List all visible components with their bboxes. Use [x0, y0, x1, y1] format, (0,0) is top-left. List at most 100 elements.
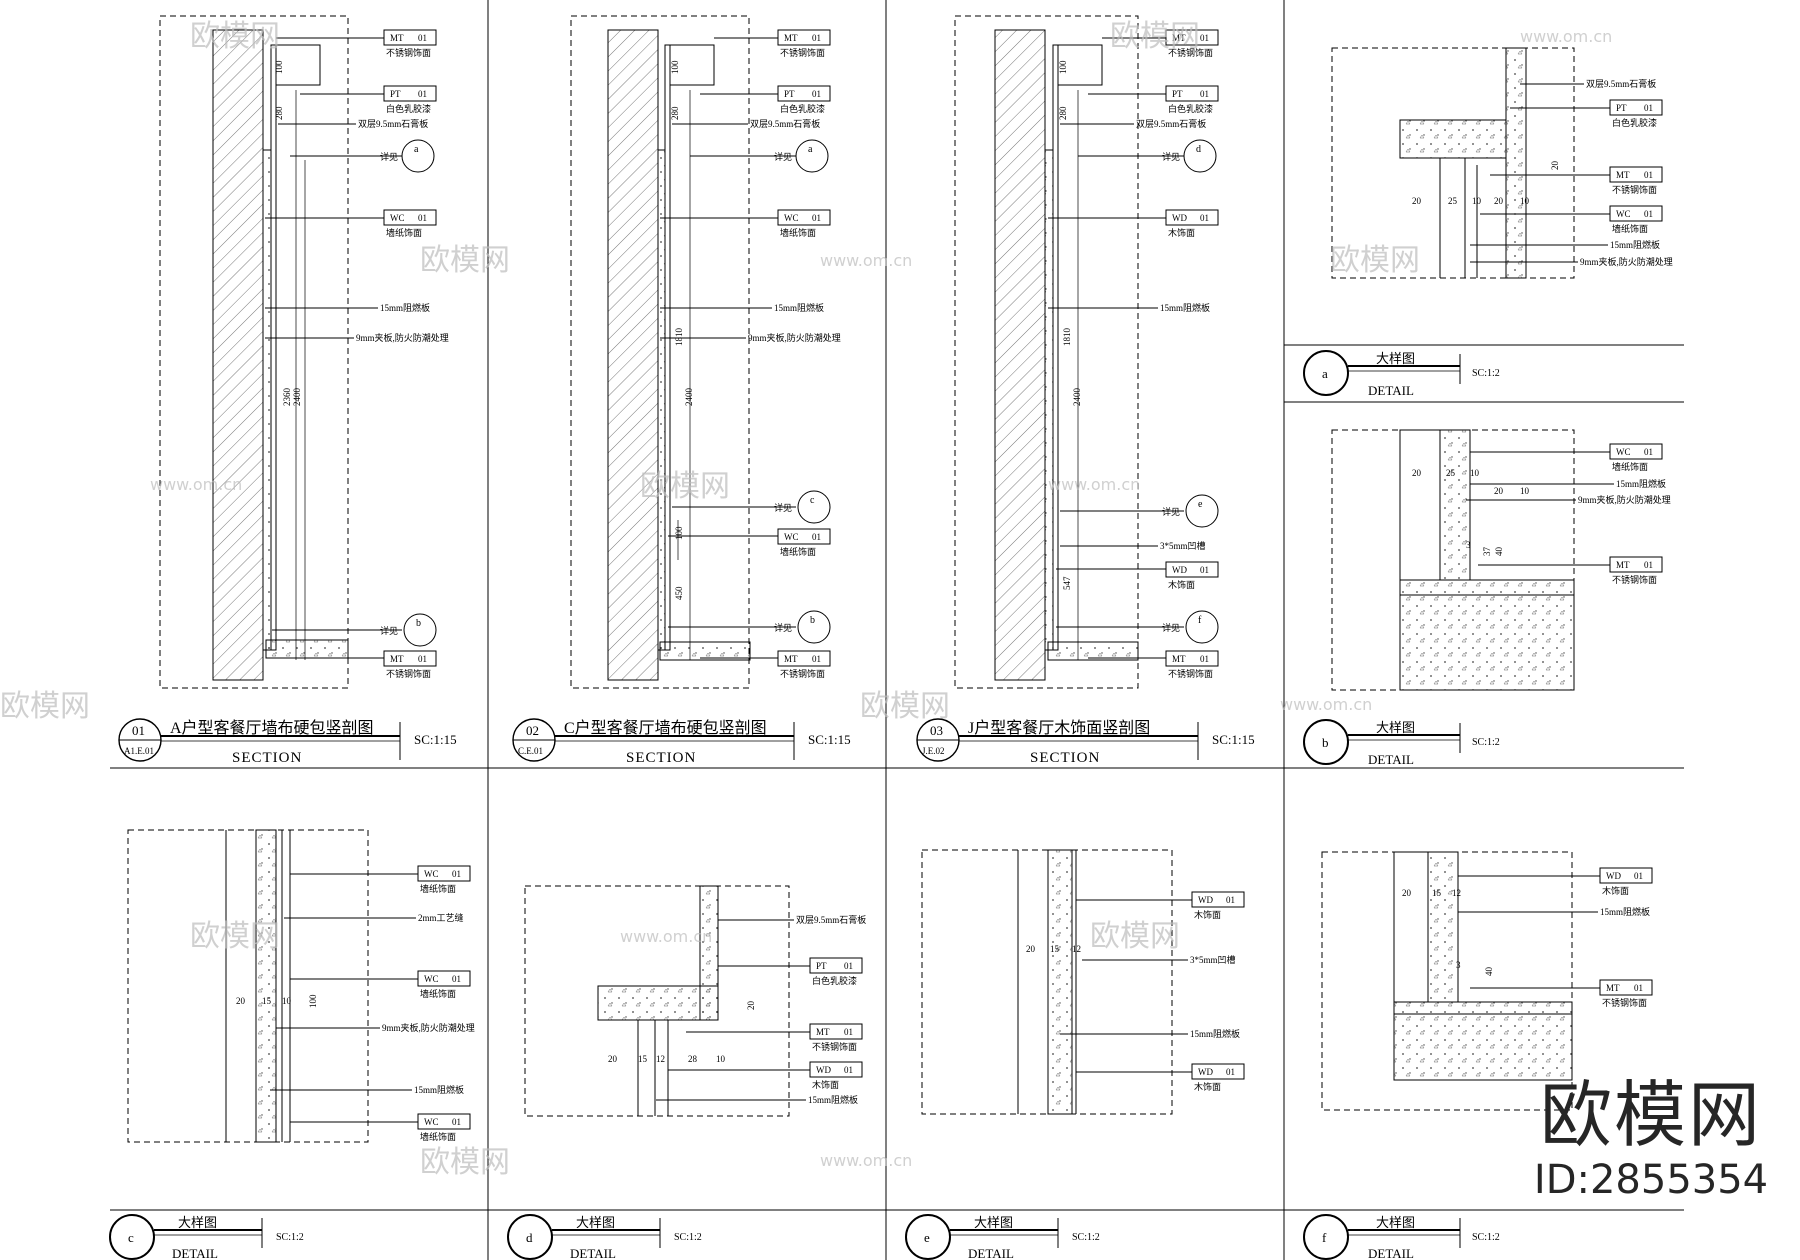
- section-number: 02: [526, 723, 539, 738]
- detail-title-ref: a: [1322, 366, 1328, 381]
- detail-a-drawing: [1331, 47, 1575, 279]
- dim-text: 12: [1072, 944, 1081, 954]
- callout-code: WD: [1606, 871, 1621, 881]
- section-01-drawing: [159, 15, 349, 689]
- callout-no: 01: [452, 1117, 461, 1127]
- watermark-logo: 欧模网: [1539, 1073, 1762, 1157]
- dim-text: 10: [716, 1054, 726, 1064]
- callout-code: WC: [424, 1117, 439, 1127]
- dim-text: 280: [1058, 106, 1068, 120]
- detail-scale: SC:1:2: [1472, 1232, 1500, 1243]
- callout-no: 01: [812, 33, 821, 43]
- section-sheet-ref: A1.E.01: [124, 746, 154, 756]
- callout-no: 01: [812, 532, 821, 542]
- dim-text: 20: [1402, 888, 1412, 898]
- dim-text: 20: [1550, 161, 1560, 171]
- callout-no: 01: [1634, 871, 1643, 881]
- detail-subtitle: DETAIL: [1368, 752, 1414, 767]
- callout-no: 01: [1200, 565, 1209, 575]
- callout-note: 15mm阻燃板: [380, 302, 430, 313]
- dim-text: 20: [746, 1001, 756, 1011]
- detail-title: 大样图: [1376, 1215, 1415, 1230]
- callout-desc: 不锈钢饰面: [386, 47, 431, 58]
- section-number: 01: [132, 723, 145, 738]
- callout-no: 01: [1226, 1067, 1235, 1077]
- watermark: 欧模网 ID:2855354: [1516, 1075, 1786, 1205]
- section-sheet-ref: J.E.02: [922, 746, 945, 756]
- callout-desc: 白色乳胶漆: [1612, 117, 1657, 128]
- callout-desc: 木饰面: [1168, 227, 1195, 238]
- dim-text: 20: [1494, 196, 1504, 206]
- dim-text: 1810: [674, 328, 684, 347]
- callout-desc: 不锈钢饰面: [1612, 574, 1657, 585]
- detail-title-ref: d: [526, 1230, 533, 1245]
- callout-desc: 白色乳胶漆: [812, 975, 857, 986]
- dim-text: 547: [1062, 576, 1072, 590]
- dim-text: 12: [1452, 888, 1461, 898]
- callout-code: MT: [816, 1027, 830, 1037]
- detail-a-annotations: 20 25 10 20 10 20 双层9.5mm石膏板 PT 01 白色乳胶漆…: [1412, 78, 1673, 267]
- detail-ref: a: [414, 144, 419, 155]
- callout-desc: 木饰面: [1168, 579, 1195, 590]
- section-01-dims: 100 280 2360 2400: [274, 60, 302, 406]
- section-title: C户型客餐厅墙布硬包竖剖图: [564, 719, 767, 737]
- watermark-url: www.om.cn: [620, 927, 712, 946]
- callout-code: WC: [784, 532, 799, 542]
- callout-note: 15mm阻燃板: [1610, 239, 1660, 250]
- callout-desc: 白色乳胶漆: [1168, 103, 1213, 114]
- callout-note: 15mm阻燃板: [774, 302, 824, 313]
- callout-code: PT: [1172, 89, 1183, 99]
- callout-desc: 木饰面: [1194, 1081, 1221, 1092]
- callout-note: 9mm夹板,防火防潮处理: [1578, 494, 1671, 505]
- watermark-brand: 欧模网: [1090, 919, 1180, 954]
- detail-subtitle: DETAIL: [1368, 383, 1414, 398]
- callout-desc: 不锈钢饰面: [386, 668, 431, 679]
- detail-d-annotations: 20 15 12 28 10 20 双层9.5mm石膏板 PT 01 白色乳胶漆…: [608, 914, 866, 1105]
- callout-desc: 墙纸饰面: [1612, 223, 1648, 234]
- dim-text: 100: [1058, 60, 1068, 74]
- dim-text: 100: [674, 526, 684, 540]
- callout-no: 01: [1200, 213, 1209, 223]
- callout-no: 01: [812, 213, 821, 223]
- dim-text: 28: [688, 1054, 698, 1064]
- detail-f-title-block: f 大样图 DETAIL SC:1:2: [1284, 1209, 1684, 1260]
- dim-text: 15: [1432, 888, 1442, 898]
- dim-text: 2400: [1072, 388, 1082, 407]
- callout-note: 2mm工艺缝: [418, 912, 464, 923]
- detail-ref: a: [808, 144, 813, 155]
- callout-code: MT: [1616, 560, 1630, 570]
- callout-desc: 墙纸饰面: [1612, 461, 1648, 472]
- callout-desc: 不锈钢饰面: [780, 668, 825, 679]
- callout-note: 15mm阻燃板: [1160, 302, 1210, 313]
- section-02-title-block: 02 C.E.01 C户型客餐厅墙布硬包竖剖图 SECTION SC:1:15: [512, 718, 851, 766]
- callout-desc: 木饰面: [1194, 909, 1221, 920]
- section-03-dims: 100 280 1810 2400 547: [1058, 60, 1082, 590]
- dim-text: 10: [1470, 468, 1480, 478]
- callout-code: MT: [784, 654, 798, 664]
- dim-text: 100: [308, 994, 318, 1008]
- dim-text: 40: [1494, 547, 1504, 557]
- watermark-url: www.om.cn: [1520, 27, 1612, 46]
- detail-ref: c: [810, 495, 815, 506]
- callout-desc: 墙纸饰面: [420, 988, 456, 999]
- detail-f-annotations: 20 15 12 3 40 WD 01 木饰面 15mm阻燃板 MT 01 不锈…: [1402, 867, 1653, 1008]
- detail-scale: SC:1:2: [276, 1232, 304, 1243]
- section-03-callouts: MT 01 不锈钢饰面 PT 01 白色乳胶漆 双层9.5mm石膏板 详见 d …: [1048, 29, 1219, 679]
- callout-code: WD: [1172, 213, 1187, 223]
- callout-note: 9mm夹板,防火防潮处理: [382, 1022, 475, 1033]
- detail-ref: f: [1198, 615, 1202, 626]
- section-02-drawing: [570, 15, 751, 689]
- detail-d-drawing: [524, 885, 790, 1117]
- callout-code: WC: [424, 974, 439, 984]
- callout-desc: 不锈钢饰面: [1602, 997, 1647, 1008]
- section-subtitle: SECTION: [232, 750, 302, 766]
- callout-no: 01: [844, 961, 853, 971]
- callout-desc: 木饰面: [1602, 885, 1629, 896]
- detail-title: 大样图: [576, 1215, 615, 1230]
- callout-no: 01: [418, 213, 427, 223]
- callout-desc: 不锈钢饰面: [1168, 47, 1213, 58]
- detail-subtitle: DETAIL: [172, 1246, 218, 1260]
- callout-no: 01: [418, 654, 427, 664]
- section-scale: SC:1:15: [1212, 732, 1255, 747]
